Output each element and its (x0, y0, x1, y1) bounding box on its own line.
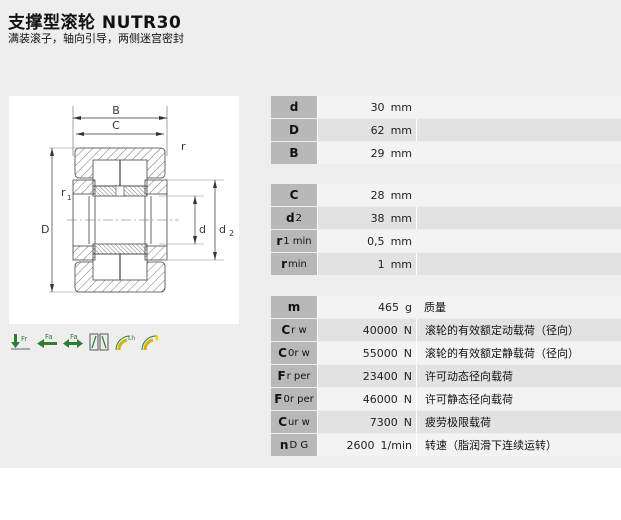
product-panel: 支撑型滚轮 NUTR30 满装滚子，轴向引导，两侧迷宫密封 B C (0, 0, 621, 468)
property-icons: Fr Fa Fa Lh (10, 330, 162, 354)
dim-label-C: C (112, 119, 120, 132)
page-subtitle: 满装滚子，轴向引导，两侧迷宫密封 (8, 32, 184, 45)
param-desc (416, 119, 621, 141)
dim-label-r: r (181, 140, 186, 153)
param-desc: 疲劳极限载荷 (416, 411, 621, 433)
param-desc (416, 207, 621, 229)
svg-text:Fa: Fa (70, 333, 78, 341)
param-key: B (271, 142, 318, 164)
param-desc: 质量 (424, 301, 446, 314)
param-desc (416, 184, 621, 206)
param-desc (416, 142, 621, 164)
param-desc (416, 230, 621, 252)
rating-life-icon: Lh (115, 335, 135, 351)
param-key: m (271, 296, 318, 318)
param-key: D (271, 119, 318, 141)
radial-load-icon: Fr (11, 334, 30, 350)
svg-text:1: 1 (67, 194, 71, 202)
axial-load-icon: Fa (37, 333, 57, 348)
param-desc: 许可动态径向载荷 (416, 365, 621, 387)
param-desc (416, 96, 621, 118)
param-desc (416, 253, 621, 275)
svg-text:Fa: Fa (45, 333, 53, 341)
bearing-cross-section-drawing: B C D (9, 96, 239, 324)
bearing-drawing-icon: B C D (41, 104, 234, 293)
dim-label-D: D (41, 223, 49, 236)
dim-label-r1: r (61, 186, 66, 199)
svg-text:Fr: Fr (21, 335, 28, 343)
param-key: d (271, 96, 318, 118)
param-desc: 转速（脂润滑下连续运转） (416, 434, 621, 456)
svg-text:Lh: Lh (128, 335, 135, 342)
dim-label-d: d (199, 223, 206, 236)
misalignment-icon (89, 333, 109, 351)
axial-load-both-directions-icon: Fa (63, 333, 83, 348)
param-desc: 滚轮的有效额定静载荷（径向） (416, 342, 621, 364)
dim-label-B: B (112, 104, 120, 117)
page-title: 支撑型滚轮 NUTR30 (8, 13, 182, 33)
lubrication-icon (141, 334, 159, 351)
param-desc: 滚轮的有效额定动载荷（径向） (416, 319, 621, 341)
param-desc: 许可静态径向载荷 (416, 388, 621, 410)
svg-text:2: 2 (229, 229, 234, 238)
param-key: C (271, 184, 318, 206)
dim-label-d2: d (219, 223, 226, 236)
